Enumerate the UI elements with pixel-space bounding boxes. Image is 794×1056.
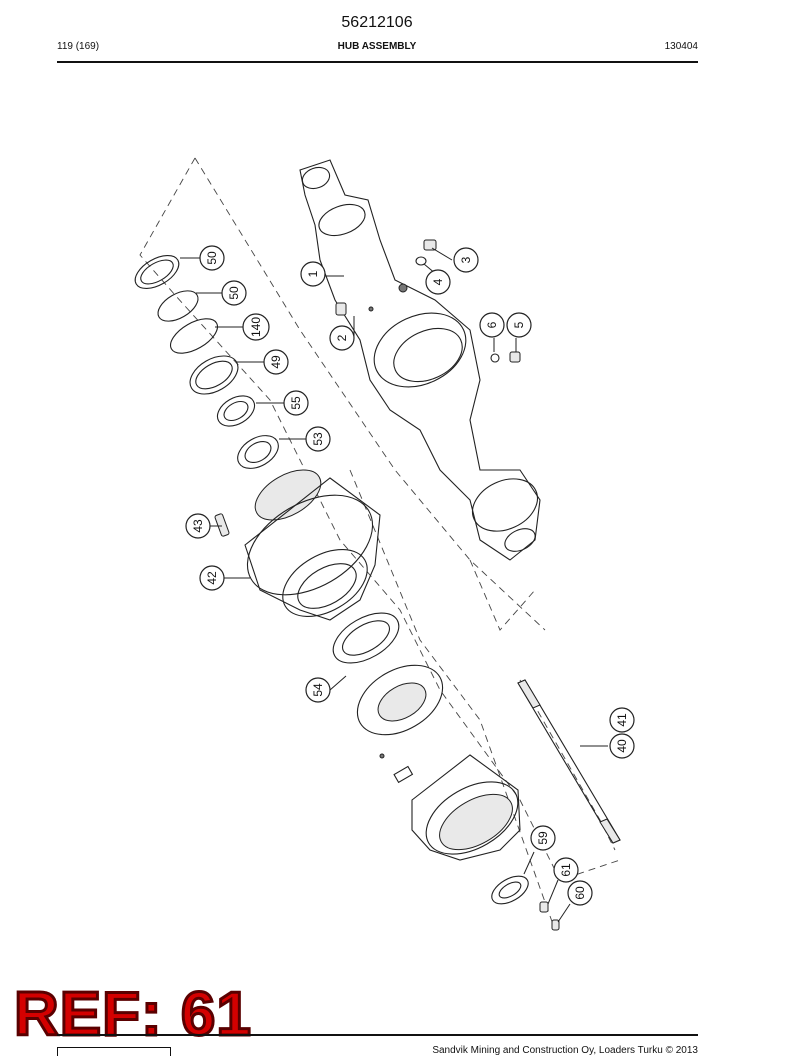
svg-text:4: 4 — [431, 278, 445, 285]
svg-text:5: 5 — [512, 321, 526, 328]
callout-1: 1 — [300, 261, 326, 287]
svg-text:55: 55 — [289, 396, 303, 410]
callout-60: 60 — [567, 880, 593, 906]
callout-50-upper: 50 — [199, 245, 225, 271]
svg-text:1: 1 — [306, 270, 320, 277]
nut-and-bolts — [491, 875, 560, 931]
leader-lines — [180, 247, 608, 923]
svg-text:6: 6 — [485, 321, 499, 328]
svg-text:59: 59 — [536, 831, 550, 845]
callout-50-lower: 50 — [221, 280, 247, 306]
callout-bubbles: 50 50 140 49 55 53 43 42 — [185, 245, 635, 906]
svg-text:54: 54 — [311, 683, 325, 697]
svg-text:42: 42 — [205, 571, 219, 585]
svg-text:61: 61 — [559, 863, 573, 877]
callout-42: 42 — [199, 565, 225, 591]
callout-6: 6 — [479, 312, 505, 338]
ring-gear — [411, 754, 521, 861]
svg-text:3: 3 — [459, 256, 473, 263]
callout-40: 40 — [609, 733, 635, 759]
svg-text:50: 50 — [227, 286, 241, 300]
callout-3: 3 — [453, 247, 479, 273]
axle-housing — [299, 159, 541, 561]
callout-140: 140 — [242, 313, 270, 341]
wheel-hub — [214, 469, 381, 621]
explosion-dashed-lines — [139, 157, 621, 931]
callout-53: 53 — [305, 426, 331, 452]
svg-text:40: 40 — [615, 739, 629, 753]
svg-text:53: 53 — [311, 432, 325, 446]
svg-text:41: 41 — [615, 713, 629, 727]
header-rule — [57, 61, 698, 63]
footer-rule — [57, 1034, 698, 1036]
page-count: 119 (169) — [57, 41, 100, 52]
drive-shaft — [517, 679, 621, 844]
callout-59: 59 — [530, 825, 556, 851]
callout-61: 61 — [553, 857, 579, 883]
callout-41: 41 — [609, 707, 635, 733]
callout-43: 43 — [185, 513, 211, 539]
sandvik-logo-fragment — [57, 1047, 171, 1056]
svg-text:49: 49 — [269, 355, 283, 369]
callout-5: 5 — [506, 312, 532, 338]
svg-text:43: 43 — [191, 519, 205, 533]
bearing-and-carrier — [332, 612, 444, 784]
footer-copyright: Sandvik Mining and Construction Oy, Load… — [432, 1045, 698, 1056]
callout-55: 55 — [283, 390, 309, 416]
ring-stack — [134, 254, 279, 469]
svg-text:60: 60 — [573, 886, 587, 900]
callout-4: 4 — [425, 269, 451, 295]
revision-code: 130404 — [664, 41, 698, 52]
section-title: HUB ASSEMBLY — [337, 41, 417, 52]
document-number: 56212106 — [341, 14, 413, 31]
svg-text:2: 2 — [335, 334, 349, 341]
callout-54: 54 — [305, 677, 331, 703]
callout-2: 2 — [329, 325, 355, 351]
callout-49: 49 — [263, 349, 289, 375]
svg-text:140: 140 — [249, 317, 263, 337]
svg-text:50: 50 — [205, 251, 219, 265]
small-fittings — [335, 239, 521, 363]
ref-stamp: REF: 61 — [13, 980, 253, 1049]
